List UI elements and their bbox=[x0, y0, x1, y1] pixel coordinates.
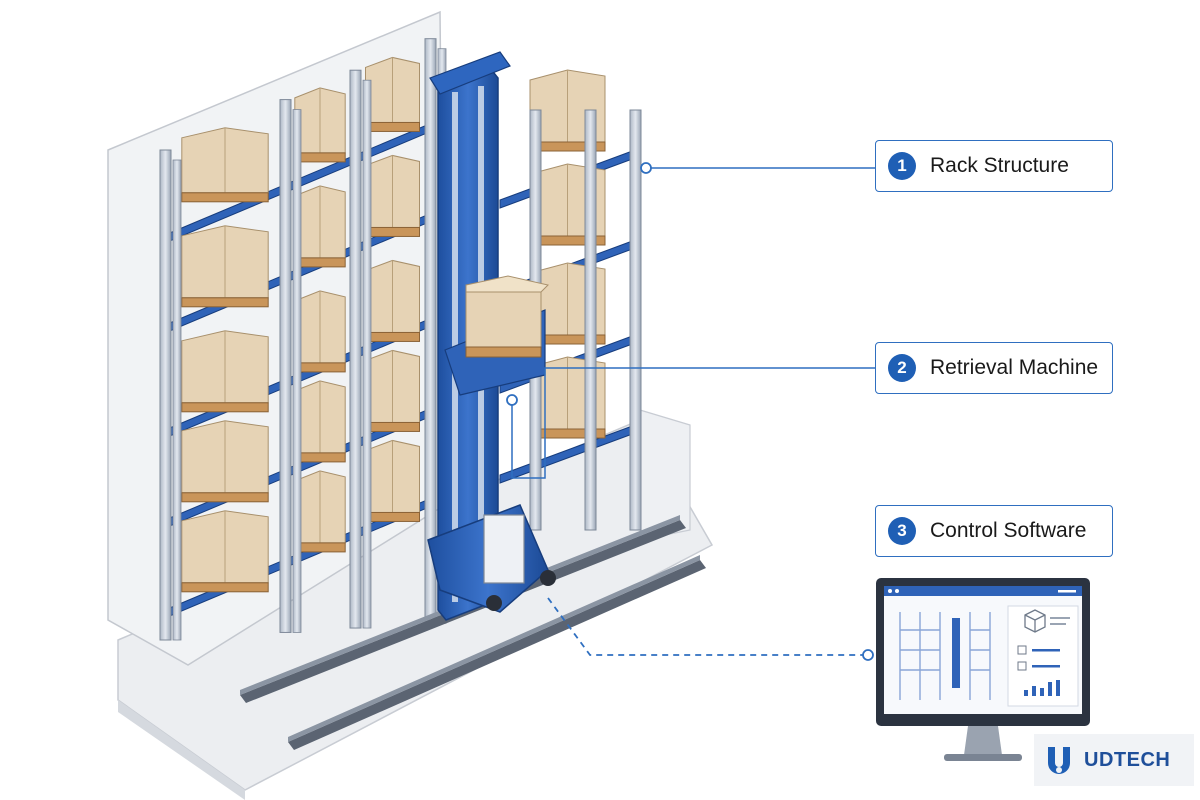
control-software-monitor bbox=[876, 578, 1090, 761]
pallet bbox=[181, 192, 269, 203]
callout-rack-structure: 1 Rack Structure bbox=[875, 140, 1113, 192]
bar-chart-icon bbox=[1024, 680, 1060, 696]
rack-upright bbox=[362, 79, 372, 629]
pallet bbox=[181, 402, 269, 413]
callout-number-badge: 3 bbox=[888, 517, 916, 545]
pallet bbox=[365, 121, 420, 132]
callout-label: Control Software bbox=[930, 519, 1087, 542]
callout-label: Retrieval Machine bbox=[930, 356, 1099, 379]
rack-upright bbox=[279, 99, 292, 633]
right-wall bbox=[639, 409, 691, 541]
callout-number-badge: 2 bbox=[888, 354, 916, 382]
cube-icon bbox=[1024, 609, 1046, 633]
callout-label: Rack Structure bbox=[930, 154, 1069, 177]
pallet bbox=[365, 511, 420, 522]
mini-rack-diagram bbox=[899, 612, 991, 700]
floor-edge bbox=[118, 700, 245, 800]
connector-lines bbox=[506, 162, 875, 661]
pallet bbox=[294, 152, 346, 163]
retrieval-machine bbox=[427, 51, 556, 621]
rack-upright bbox=[172, 159, 182, 641]
rack-upright bbox=[159, 149, 172, 641]
pallet bbox=[294, 542, 346, 553]
pallet bbox=[365, 331, 420, 342]
pallet bbox=[365, 421, 420, 432]
gear-logo-icon bbox=[1048, 747, 1070, 774]
pallet bbox=[181, 297, 269, 308]
rack-upright bbox=[292, 109, 302, 633]
callout-retrieval-machine: 2 Retrieval Machine bbox=[875, 342, 1113, 394]
pallet bbox=[294, 362, 346, 373]
rack-upright bbox=[424, 38, 437, 624]
pallet bbox=[181, 582, 269, 593]
callout-control-software: 3 Control Software bbox=[875, 505, 1113, 557]
logo-text: UDTECH bbox=[1084, 748, 1171, 771]
pallet bbox=[181, 492, 269, 503]
pallet bbox=[294, 257, 346, 268]
pallet bbox=[365, 226, 420, 237]
rack-upright bbox=[584, 109, 597, 531]
brand-logo: UDTECH bbox=[1034, 734, 1194, 786]
pallet bbox=[294, 452, 346, 463]
checkbox-icon bbox=[1017, 645, 1027, 671]
rack-structure-left bbox=[159, 38, 447, 641]
rack-upright bbox=[629, 109, 642, 531]
rack-upright bbox=[349, 69, 362, 629]
callout-number-badge: 1 bbox=[888, 152, 916, 180]
